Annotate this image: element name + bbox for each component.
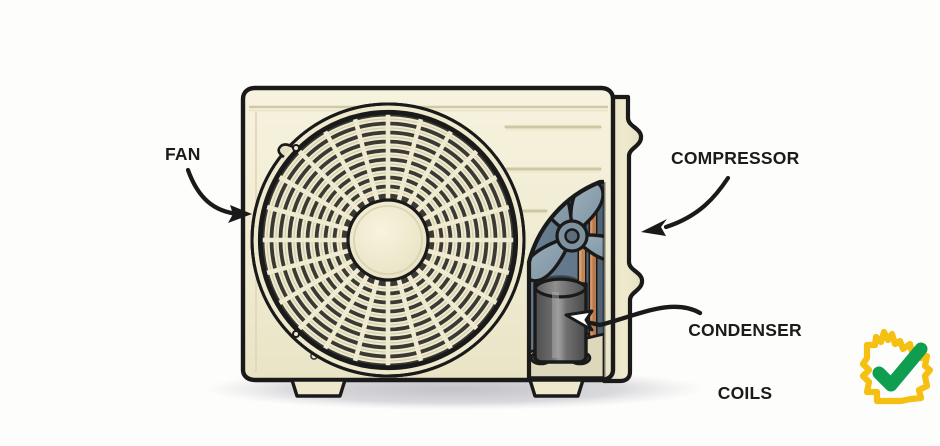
fan-hub [346,198,430,282]
check-mark-icon [872,342,928,392]
label-condenser-line1: CONDENSER [688,320,802,340]
grille-mount-tab [277,143,294,159]
label-fan: FAN [165,144,201,164]
label-condenser-coils: CONDENSER COILS [684,278,806,446]
compressor-pointer-arrow [641,175,731,236]
label-condenser-line2: COILS [717,383,773,403]
compressor-cylinder [529,275,592,366]
fan-grille [250,102,526,378]
condenser-coils-pointer-arrow [564,304,703,332]
fan-pointer-arrow [185,167,252,223]
air-conditioner-illustration [185,85,934,410]
unit-foot-right [528,378,585,398]
unit-foot-left [290,378,347,398]
label-compressor: COMPRESSOR [671,148,800,168]
illustration-canvas: FAN COMPRESSOR CONDENSER COILS [165,85,934,410]
queensland-outline-icon [859,328,934,405]
queensland-tick-badge [859,328,934,405]
